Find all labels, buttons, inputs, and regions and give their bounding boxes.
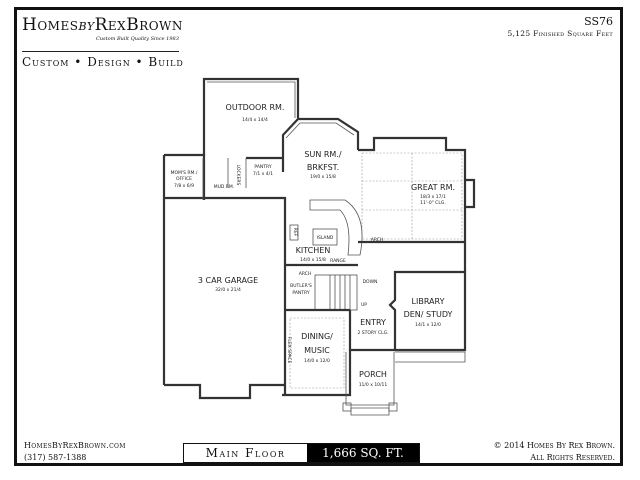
- floor-sqft: 1,666 SQ. FT.: [307, 444, 419, 462]
- copyright: © 2014 Homes By Rex Brown. All Rights Re…: [494, 440, 615, 464]
- floor-label-box: Main Floor 1,666 SQ. FT.: [183, 443, 420, 463]
- phone-number: (317) 587-1388: [24, 453, 87, 462]
- arch-label-kitchen: ARCH: [299, 271, 312, 277]
- room-entry-name: ENTRY: [360, 318, 386, 327]
- copyright-line: © 2014 Homes By Rex Brown.: [493, 441, 615, 450]
- range-label: RANGE: [330, 258, 346, 264]
- room-porch-dims: 11/0 x 10/11: [359, 382, 388, 388]
- room-office-name: OFFICE: [176, 176, 192, 182]
- brand-motto: Custom • Design • Build: [22, 55, 184, 69]
- room-kitchen-dims: 14/0 x 15/8: [300, 257, 326, 263]
- room-sun-name: SUN RM./: [304, 150, 341, 159]
- room-moms-dims: 7/8 x 6/9: [174, 183, 194, 189]
- logo-divider: [22, 51, 179, 52]
- up-label: UP: [361, 302, 367, 308]
- logo-word-rexbrown: RexBrown: [94, 15, 183, 35]
- room-outdoor-name: OUTDOOR RM.: [226, 103, 285, 112]
- plan-finished-sqft: 5,125 Finished Square Feet: [507, 29, 613, 38]
- room-great-dims: 18/3 x 17/1: [420, 194, 446, 200]
- contact-info: HomesByRexBrown.com (317) 587-1388: [24, 440, 126, 464]
- room-dining-dims: 14/0 x 12/0: [304, 358, 330, 364]
- room-butlers-name: BUTLER'S: [290, 283, 312, 289]
- room-den-name: DEN/ STUDY: [404, 310, 453, 319]
- room-pantry-name: PANTRY: [254, 164, 271, 170]
- island-label: ISLAND: [317, 235, 334, 241]
- room-great-name: GREAT RM.: [411, 183, 455, 192]
- plan-id: SS76: [584, 15, 613, 28]
- rights-line: All Rights Reserved.: [530, 453, 615, 462]
- room-brkfst-name: BRKFST.: [307, 163, 339, 172]
- room-outdoor-dims: 14/4 x 14/4: [242, 117, 268, 123]
- room-mud-name: MUD RM.: [214, 184, 235, 190]
- room-entry-ceiling: 2 STORY CLG.: [357, 330, 388, 336]
- room-great-ceiling: 11'-0" CLG.: [420, 200, 446, 206]
- room-library-dims: 14/1 x 12/0: [415, 322, 441, 328]
- logo-word-homes: Homes: [22, 15, 79, 35]
- room-library-name: LIBRARY: [412, 297, 445, 306]
- room-kitchen-name: KITCHEN: [296, 246, 331, 255]
- arch-label-great: ARCH: [371, 237, 384, 243]
- room-dining-name: DINING/: [301, 332, 333, 341]
- room-garage-name: 3 CAR GARAGE: [198, 276, 258, 285]
- room-pantry-dims: 7/1 x 4/1: [253, 171, 273, 177]
- lockers-label: LOCKERS: [235, 165, 241, 186]
- floor-name: Main Floor: [205, 446, 286, 460]
- logo-word-by: by: [78, 16, 95, 34]
- room-butlers-pantry-name: PANTRY: [292, 290, 309, 296]
- down-label: DOWN: [363, 279, 378, 285]
- room-music-name: MUSIC: [304, 346, 330, 355]
- room-moms-name: MOM'S RM./: [171, 170, 198, 176]
- brand-logo: HomesbyRexBrown Custom Built Quality Sin…: [22, 15, 183, 42]
- page-frame: [14, 7, 623, 466]
- room-porch-name: PORCH: [359, 370, 387, 379]
- room-garage-dims: 32/0 x 21/4: [215, 287, 241, 293]
- logo-tagline: Custom Built Quality Since 1983: [96, 36, 179, 42]
- ref-label: REF: [292, 228, 298, 237]
- room-sun-dims: 19/0 x 15/8: [310, 174, 336, 180]
- website-link[interactable]: HomesByRexBrown.com: [24, 441, 126, 450]
- flex-space-label: FLEX SPACE: [286, 337, 292, 364]
